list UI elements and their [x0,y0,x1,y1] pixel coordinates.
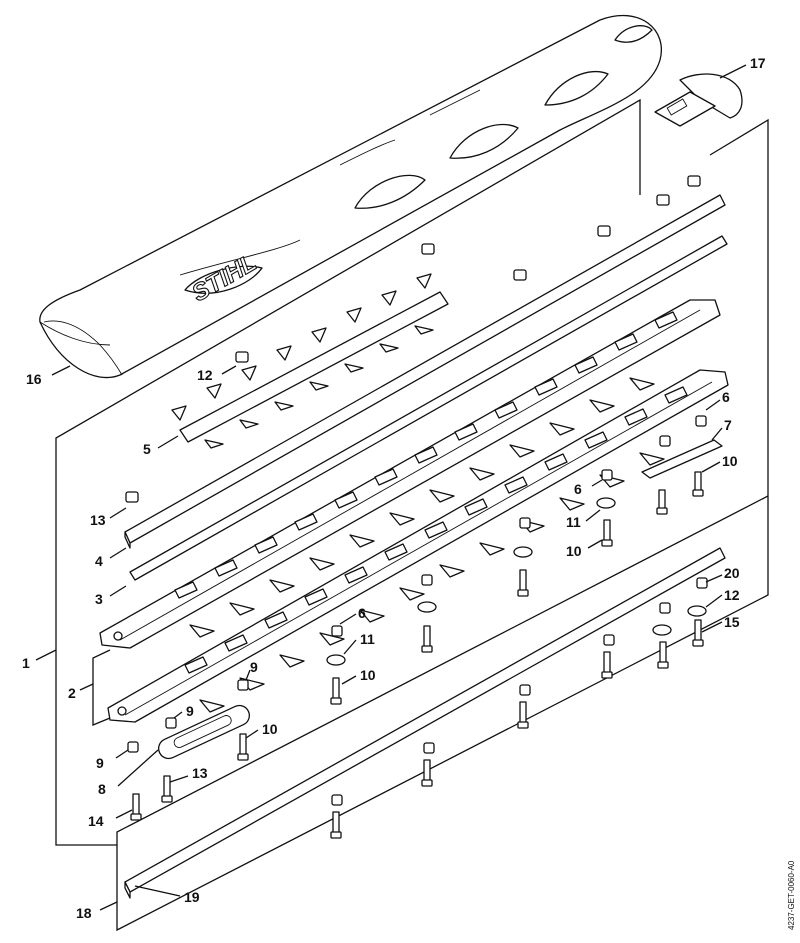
bracket-2 [92,649,111,726]
callout-10-middle: 10 [566,543,582,559]
callout-20: 15 [724,614,740,630]
callout-18: 20 [724,565,740,581]
callout-13-middle: 13 [192,765,208,781]
callout-10-lower: 10 [262,721,278,737]
callout-15: 17 [750,55,766,71]
callout-1: 1 [22,655,30,671]
callout-17: 19 [184,889,200,905]
leader-lines [35,64,747,911]
callout-9-lower: 9 [96,755,104,771]
cover-bar-4 [124,194,726,549]
callout-6-middle: 6 [574,481,582,497]
washers [326,497,707,666]
top-nuts [125,175,701,503]
callout-11-middle: 11 [566,514,581,530]
tooth-guard-5 [171,273,449,449]
callout-19: 12 [724,587,740,603]
lower-bar-16 [124,547,726,899]
callout-12-lower: 13 [90,512,106,528]
callout-labels: 17 16 12 5 13 4 3 1 2 6 7 10 6 11 10 6 1… [22,55,766,921]
cutting-blade-lower [107,369,729,723]
spacer-strip-3 [129,235,728,581]
guide-plate-8 [158,704,250,760]
cutting-blade-upper [99,299,721,649]
callout-7: 7 [724,417,732,433]
callout-12-upper: 12 [197,367,213,383]
callout-10-left: 10 [360,667,376,683]
callout-10-right: 10 [722,453,738,469]
callout-9-middle: 9 [186,703,194,719]
callout-13-left: 14 [88,813,104,829]
callout-9-upper: 9 [250,659,258,675]
callout-6-left: 6 [358,605,366,621]
blade-guard: STIHL [39,14,662,379]
spacer-sleeves [127,415,708,806]
callout-14: 16 [26,371,42,387]
callout-2: 2 [68,685,76,701]
callout-8: 8 [98,781,106,797]
callout-4: 4 [95,553,103,569]
callout-5: 5 [143,441,151,457]
bolts [130,471,704,839]
callout-16: 18 [76,905,92,921]
callout-3: 3 [95,591,103,607]
guard-plate [654,73,743,127]
reference-code: 4237-GET-0060-A0 [787,860,796,930]
clamp-plate-7 [641,439,723,479]
callout-6-right: 6 [722,389,730,405]
callout-11-left: 11 [360,631,375,647]
assembly-frame-16 [116,496,769,932]
